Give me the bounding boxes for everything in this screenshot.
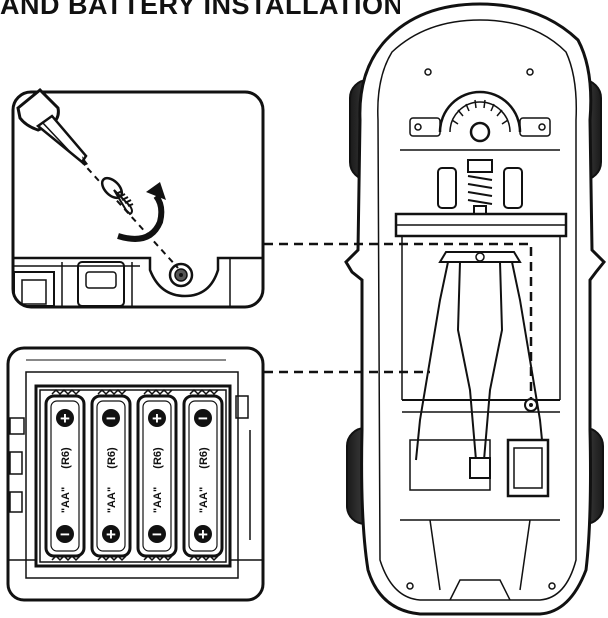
battery-inner-outline — [188, 400, 218, 552]
battery — [182, 394, 224, 558]
spring-contact-icon — [189, 388, 219, 396]
polarity-symbol: − — [106, 409, 116, 428]
battery — [136, 394, 178, 558]
negative-terminal-icon — [56, 525, 74, 543]
battery-slot: + − (R6) "AA" — [44, 388, 86, 562]
polarity-symbol: − — [198, 409, 208, 428]
battery — [90, 394, 132, 558]
battery-inner-outline — [142, 400, 172, 552]
spring-contact-icon — [143, 388, 173, 396]
screw-callout-panel — [11, 87, 265, 309]
leader-lines — [264, 242, 533, 398]
screw-icon — [100, 176, 134, 216]
polarity-symbol: + — [198, 525, 208, 544]
battery-slot: + − (R6) "AA" — [136, 388, 178, 562]
polarity-symbol: + — [106, 525, 116, 544]
negative-terminal-icon — [194, 409, 212, 427]
battery-callout-panel: + − (R6) "AA" − + (R6) "AA" + − (R6) "AA" − + (R6) "AA" — [6, 346, 265, 602]
screwdriver-icon — [16, 87, 88, 166]
polarity-symbol: − — [152, 525, 162, 544]
battery-slot: − + (R6) "AA" — [90, 388, 132, 562]
battery-size: "AA" — [198, 487, 210, 513]
car-underside — [344, 2, 607, 616]
spring-contact-icon — [97, 388, 127, 396]
page-title: AND BATTERY INSTALLATION — [0, 0, 400, 20]
battery-code: (R6) — [60, 447, 72, 469]
rotation-arrow-icon — [117, 182, 166, 242]
battery-size: "AA" — [60, 487, 72, 513]
polarity-symbol: − — [60, 525, 70, 544]
spring-contact-icon — [51, 388, 81, 396]
battery-inner-outline — [50, 400, 80, 552]
polarity-symbol: + — [152, 409, 162, 428]
battery-size: "AA" — [106, 487, 118, 513]
negative-terminal-icon — [102, 409, 120, 427]
positive-terminal-icon — [148, 409, 166, 427]
battery-inner-outline — [96, 400, 126, 552]
positive-terminal-icon — [56, 409, 74, 427]
battery-code: (R6) — [152, 447, 164, 469]
battery-size: "AA" — [152, 487, 164, 513]
screw-hole — [168, 262, 194, 288]
battery-slot: − + (R6) "AA" — [182, 388, 224, 562]
battery-code: (R6) — [106, 447, 118, 469]
polarity-symbol: + — [60, 409, 70, 428]
positive-terminal-icon — [194, 525, 212, 543]
battery-group: + − (R6) "AA" − + (R6) "AA" + − (R6) "AA" − + (R6) "AA" — [44, 388, 224, 562]
battery — [44, 394, 86, 558]
negative-terminal-icon — [148, 525, 166, 543]
positive-terminal-icon — [102, 525, 120, 543]
battery-code: (R6) — [198, 447, 210, 469]
